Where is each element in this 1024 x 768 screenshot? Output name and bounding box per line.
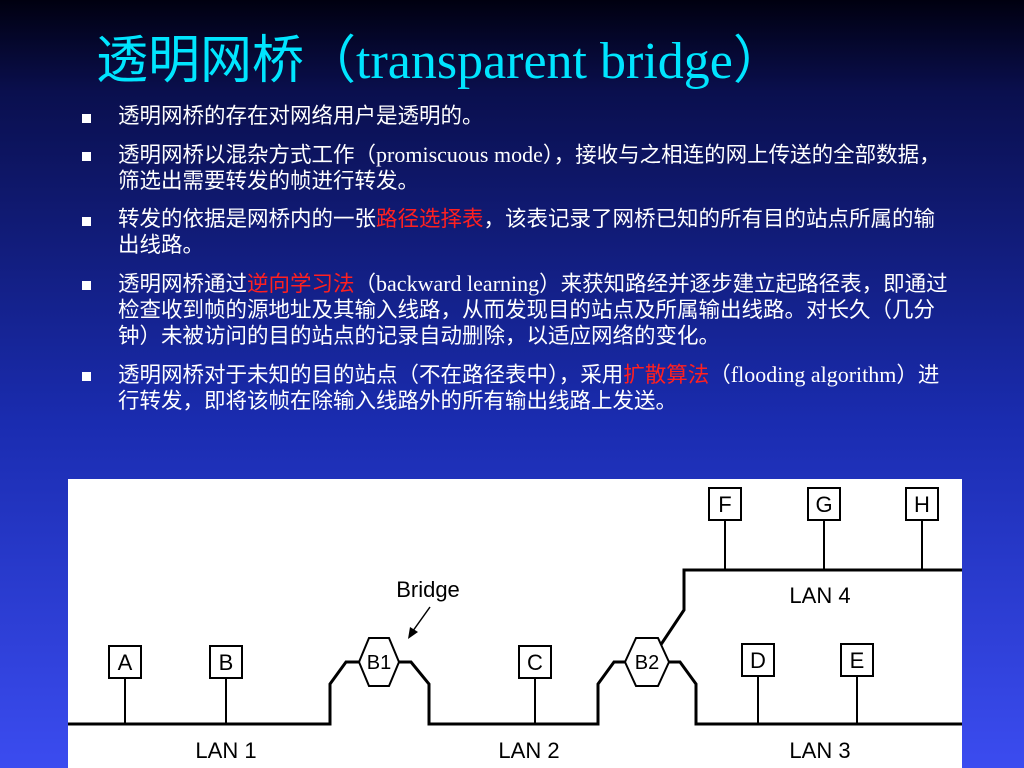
bullet-square-icon <box>82 217 91 226</box>
station-e-box <box>840 643 874 677</box>
lan3-label: LAN 3 <box>789 738 850 763</box>
station-h-label: H <box>914 492 930 517</box>
station-h-box <box>905 487 939 521</box>
lan2-label: LAN 2 <box>498 738 559 763</box>
station-f-label: F <box>718 492 731 517</box>
bridge-b1-label: B1 <box>367 652 391 674</box>
bullet-list: 透明网桥的存在对网络用户是透明的。 透明网桥以混杂方式工作（promiscuou… <box>80 104 950 427</box>
lan4-line <box>658 568 962 647</box>
bullet-text: 透明网桥通过逆向学习法（backward learning）来获知路经并逐步建立… <box>118 271 948 349</box>
highlighted-term: 路径选择表 <box>376 207 484 232</box>
station-c-box <box>518 645 552 679</box>
bullet-text-segment: 透明网桥对于未知的目的站点（不在路径表中），采用 <box>118 363 624 388</box>
english-term: flooding algorithm <box>730 362 897 387</box>
station-f-box <box>708 487 742 521</box>
bullet-square-icon <box>82 114 91 123</box>
bullet-text-segment: 转发的依据是网桥内的一张 <box>118 207 377 232</box>
bullet-square-icon <box>82 372 91 381</box>
bullet-text-segment: （ <box>354 272 377 297</box>
topology-svg: A B C D E F G H B1 B2 Bridge LAN 1 LAN 2… <box>68 487 962 763</box>
english-term: promiscuous mode <box>376 142 543 167</box>
highlighted-term: 扩散算法 <box>623 363 710 388</box>
bullet-text-segment: （ <box>709 363 731 388</box>
station-g-label: G <box>815 492 832 517</box>
bullet-item: 转发的依据是网桥内的一张路径选择表，该表记录了网桥已知的所有目的站点所属的输出线… <box>80 207 950 259</box>
bullet-item: 透明网桥以混杂方式工作（promiscuous mode），接收与之相连的网上传… <box>80 142 950 195</box>
bullet-text: 透明网桥对于未知的目的站点（不在路径表中），采用扩散算法（flooding al… <box>118 362 940 414</box>
bridge-b2-label: B2 <box>635 652 659 674</box>
bullet-square-icon <box>82 152 91 161</box>
station-c-label: C <box>527 650 543 675</box>
lan1-label: LAN 1 <box>195 738 256 763</box>
station-b-box <box>209 645 243 679</box>
bullet-text-segment: 透明网桥通过 <box>118 272 248 297</box>
bullet-item: 透明网桥对于未知的目的站点（不在路径表中），采用扩散算法（flooding al… <box>80 362 950 415</box>
bullet-text-segment: ）进行转发，即将该帧在除输入线路外的所有输出线路上发送。 <box>118 363 940 414</box>
bridge-b1-hexagon <box>357 637 401 687</box>
station-g-box <box>807 487 841 521</box>
bullet-item: 透明网桥的存在对网络用户是透明的。 <box>80 104 950 130</box>
station-d-label: D <box>750 648 766 673</box>
bridge-topology-diagram: A B C D E F G H B1 B2 Bridge LAN 1 LAN 2… <box>68 479 962 768</box>
english-term: backward learning <box>376 271 540 296</box>
bullet-text: 透明网桥以混杂方式工作（promiscuous mode），接收与之相连的网上传… <box>118 142 941 194</box>
bullet-text-segment: ），接收与之相连的网上传送的全部数据，筛选出需要转发的帧进行转发。 <box>118 143 941 194</box>
lan4-label: LAN 4 <box>789 583 850 608</box>
station-b-label: B <box>219 650 234 675</box>
bullet-text-segment: 透明网桥以混杂方式工作（ <box>118 143 377 168</box>
station-a-box <box>108 645 142 679</box>
bullet-text-segment: ）来获知路经并逐步建立起路径表，即通过检查收到帧的源地址及其输入线路，从而发现目… <box>118 272 948 349</box>
bullet-text-segment: ，该表记录了网桥已知的所有目的站点所属的输出线路。 <box>118 207 936 258</box>
bridge-callout-label: Bridge <box>396 577 460 602</box>
bullet-text-segment: 透明网桥的存在对网络用户是透明的。 <box>118 104 484 129</box>
lan2-line <box>395 660 626 726</box>
bridge-b2-hexagon <box>623 637 671 687</box>
bridge-callout-arrowhead-icon <box>408 627 418 639</box>
slide-title: 透明网桥（transparent bridge） <box>96 33 785 90</box>
bullet-text: 转发的依据是网桥内的一张路径选择表，该表记录了网桥已知的所有目的站点所属的输出线… <box>118 207 935 258</box>
bullet-square-icon <box>82 281 91 290</box>
lan3-line <box>668 660 962 726</box>
station-d-box <box>741 643 775 677</box>
lan1-line <box>68 660 361 726</box>
bullet-item: 透明网桥通过逆向学习法（backward learning）来获知路经并逐步建立… <box>80 271 950 350</box>
station-e-label: E <box>850 648 865 673</box>
station-a-label: A <box>118 650 133 675</box>
bullet-text: 透明网桥的存在对网络用户是透明的。 <box>118 104 484 129</box>
highlighted-term: 逆向学习法 <box>247 272 355 297</box>
